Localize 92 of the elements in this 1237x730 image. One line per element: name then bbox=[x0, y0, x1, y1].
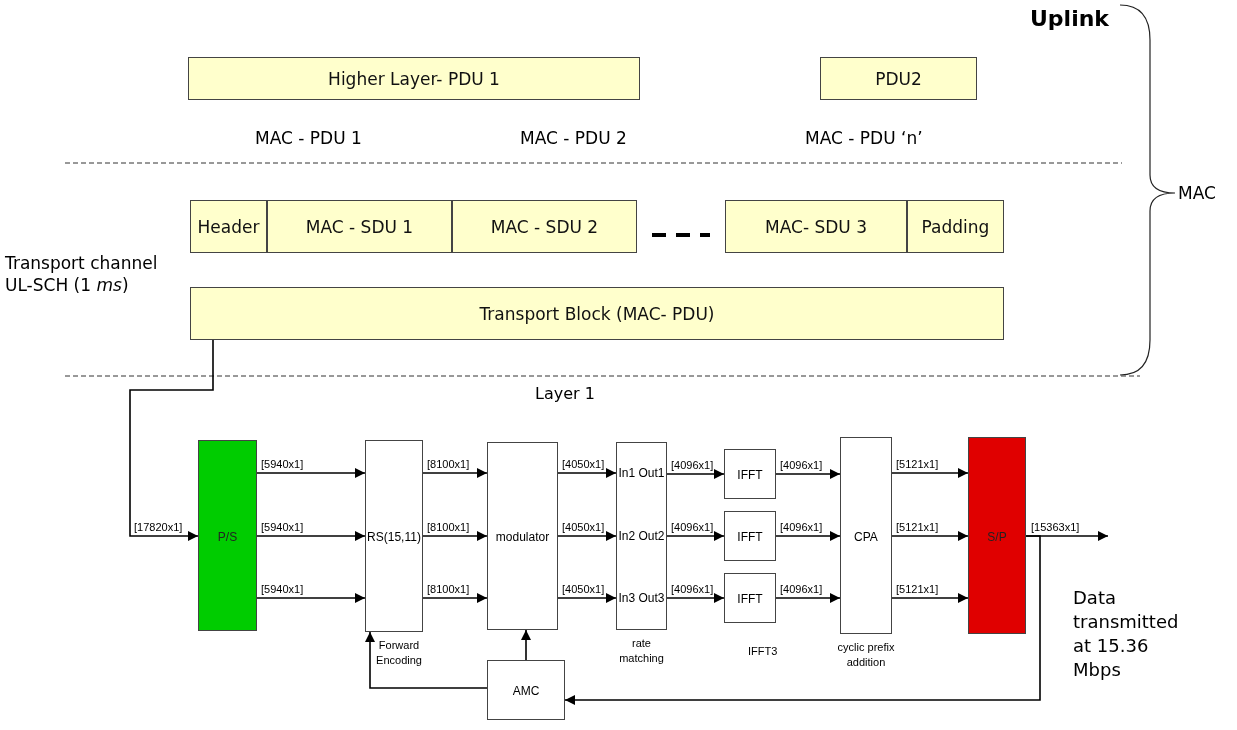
edge-label: [5940x1] bbox=[260, 521, 305, 533]
arrow bbox=[129, 339, 214, 541]
block-label: MAC - SDU 2 bbox=[490, 216, 599, 237]
block-label: MAC- SDU 3 bbox=[765, 216, 867, 237]
arrow bbox=[775, 531, 841, 541]
block-label: Padding bbox=[921, 216, 990, 237]
amc-block bbox=[487, 660, 565, 720]
block-caption: cyclic prefix addition bbox=[836, 640, 896, 670]
block-label: In2 Out2 bbox=[617, 529, 666, 543]
block-label: IFFT bbox=[736, 592, 764, 606]
edge-label: [4096x1] bbox=[779, 521, 824, 533]
channel-label: Transport channel UL-SCH (1 ms) bbox=[5, 252, 159, 296]
arrow bbox=[422, 468, 488, 478]
block-label: RS(15,11) bbox=[366, 530, 422, 544]
arrow bbox=[775, 469, 841, 479]
sdu-box bbox=[452, 200, 637, 253]
arrow bbox=[891, 531, 969, 541]
arrow bbox=[891, 593, 969, 603]
transport-block-box bbox=[190, 287, 1004, 340]
block-label: S/P bbox=[986, 529, 1008, 544]
block-label: In3 Out3 bbox=[617, 591, 666, 605]
block-label: modulator bbox=[494, 530, 551, 544]
sdu-box bbox=[725, 200, 907, 253]
edge-label: [4050x1] bbox=[561, 583, 606, 595]
edge-label: [5940x1] bbox=[260, 583, 305, 595]
converter-block bbox=[968, 437, 1026, 634]
block-label: Transport Block (MAC- PDU) bbox=[479, 303, 715, 324]
arrow bbox=[256, 593, 366, 603]
block-label: Header bbox=[197, 216, 260, 237]
arrow bbox=[256, 468, 366, 478]
note-label: Data transmitted at 15.36 Mbps bbox=[1073, 586, 1180, 682]
padding-box bbox=[907, 200, 1004, 253]
block-label: CPA bbox=[853, 529, 879, 544]
block-label: Higher Layer- PDU 1 bbox=[328, 68, 500, 89]
layer-label: MAC - PDU 1 bbox=[255, 128, 362, 148]
arrow bbox=[666, 531, 725, 541]
arrow bbox=[666, 593, 725, 603]
title-label: Uplink bbox=[1030, 6, 1109, 31]
arrow bbox=[557, 468, 617, 478]
pdu-box bbox=[820, 57, 977, 100]
modulator-block bbox=[487, 442, 558, 630]
rate-matching-block bbox=[616, 442, 667, 630]
arrow bbox=[256, 531, 366, 541]
pdu-box bbox=[188, 57, 640, 100]
edge-label: [4096x1] bbox=[670, 459, 715, 471]
arrow bbox=[891, 468, 969, 478]
edge-label: [15363x1] bbox=[1030, 521, 1081, 533]
block-caption: IFFT3 bbox=[748, 645, 778, 657]
block-label: PDU2 bbox=[875, 68, 922, 89]
block-label: AMC bbox=[511, 684, 541, 698]
edge-label: [4096x1] bbox=[779, 583, 824, 595]
block-caption: rate matching bbox=[618, 636, 665, 666]
ifft-block bbox=[724, 449, 776, 499]
arrow bbox=[422, 593, 488, 603]
edge-label: [8100x1] bbox=[426, 458, 471, 470]
edge-label: [5121x1] bbox=[895, 583, 940, 595]
layer-label: MAC - PDU 2 bbox=[520, 128, 627, 148]
edge-label: [5121x1] bbox=[895, 458, 940, 470]
block-label: P/S bbox=[216, 529, 239, 544]
header-box bbox=[190, 200, 267, 253]
edge-label: [4096x1] bbox=[779, 459, 824, 471]
cpa-block bbox=[840, 437, 892, 634]
arrow bbox=[422, 531, 488, 541]
arrow bbox=[557, 531, 617, 541]
edge-label: [17820x1] bbox=[133, 521, 184, 533]
edge-label: [4096x1] bbox=[670, 583, 715, 595]
encoder-block bbox=[365, 440, 423, 632]
edge-label: [4096x1] bbox=[670, 521, 715, 533]
edge-label: [5121x1] bbox=[895, 521, 940, 533]
arrow bbox=[521, 629, 531, 661]
arrow bbox=[365, 631, 488, 689]
sdu-box bbox=[267, 200, 452, 253]
block-label: MAC - SDU 1 bbox=[305, 216, 414, 237]
layer-label: MAC - PDU ‘n’ bbox=[805, 128, 923, 148]
edge-label: [8100x1] bbox=[426, 521, 471, 533]
layer-label: MAC bbox=[1178, 183, 1216, 203]
arrow bbox=[666, 469, 725, 479]
ifft-block bbox=[724, 511, 776, 561]
arrow bbox=[564, 535, 1041, 705]
edge-label: [4050x1] bbox=[561, 458, 606, 470]
edge-label: [5940x1] bbox=[260, 458, 305, 470]
layer-label: Layer 1 bbox=[535, 384, 595, 403]
block-label: IFFT bbox=[736, 530, 764, 544]
ifft-block bbox=[724, 573, 776, 623]
edge-label: [8100x1] bbox=[426, 583, 471, 595]
block-label: In1 Out1 bbox=[617, 466, 666, 480]
converter-block bbox=[198, 440, 257, 631]
block-caption: Forward Encoding bbox=[375, 638, 423, 668]
block-label: IFFT bbox=[736, 468, 764, 482]
edge-label: [4050x1] bbox=[561, 521, 606, 533]
arrow bbox=[557, 593, 617, 603]
arrow bbox=[775, 593, 841, 603]
